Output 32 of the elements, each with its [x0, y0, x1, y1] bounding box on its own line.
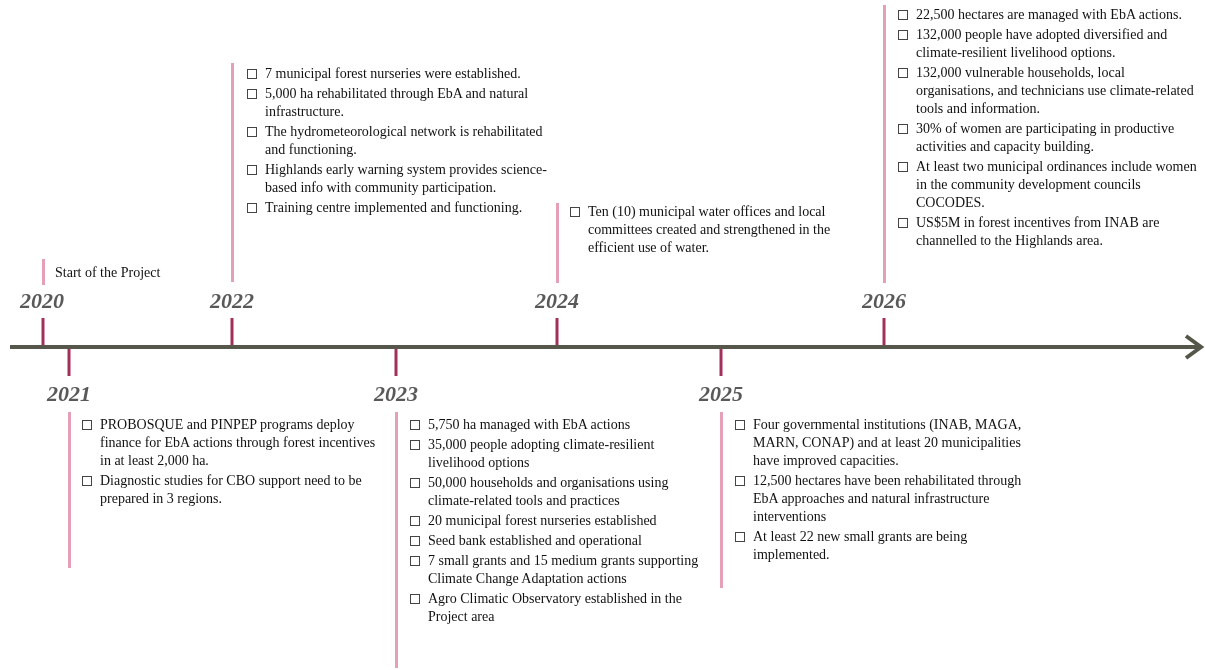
milestone-text: Start of the Project: [55, 264, 161, 282]
milestone-text: 7 small grants and 15 medium grants supporting Climate Change Adaptation actions: [428, 552, 700, 588]
milestone-text: US$5M in forest incentives from INAB are channelled to the Highlands area.: [916, 214, 1161, 250]
milestone-text: Training centre implemented and functioning.: [265, 199, 523, 217]
milestone-text: The hydrometeorological network is rehabilitated and functioning.: [265, 123, 544, 159]
milestone-text: At least 22 new small grants are being implemented.: [753, 528, 969, 564]
milestone-text: 20 municipal forest nurseries established: [428, 512, 657, 530]
year-label: 2020: [20, 289, 64, 313]
year-label: 2022: [210, 289, 254, 313]
milestone-text: 5,000 ha rehabilitated through EbA and natural infrastructure.: [265, 85, 530, 121]
milestone-text: 22,500 hectares are managed with EbA actions.: [916, 6, 1182, 24]
milestone-text: Four governmental institutions (INAB, MAGA, MARN, CONAP) and at least 20 municipalities have improved capacities.: [753, 416, 1023, 470]
milestone-text: 50,000 households and organisations using climate-related tools and practices: [428, 474, 670, 510]
milestone-text: 35,000 people adopting climate-resilient livelihood options: [428, 436, 656, 472]
year-label: 2025: [699, 382, 743, 406]
milestone-text: 132,000 vulnerable households, local organisations, and technicians use climate-related tools and information.: [916, 64, 1195, 118]
milestone-text: Highlands early warning system provides science-based info with community participation.: [265, 161, 547, 197]
milestone-text: 7 municipal forest nurseries were established.: [265, 65, 521, 83]
milestone-text: PROBOSQUE and PINPEP programs deploy finance for EbA actions through forest incentives in at least 2,000 ha.: [100, 416, 377, 470]
year-label: 2023: [374, 382, 418, 406]
milestone-text: 30% of women are participating in productive activities and capacity building.: [916, 120, 1176, 156]
milestone-text: Seed bank established and operational: [428, 532, 642, 550]
milestone-text: Agro Climatic Observatory established in the Project area: [428, 590, 683, 626]
milestone-text: Diagnostic studies for CBO support need to be prepared in 3 regions.: [100, 472, 363, 508]
year-label: 2024: [535, 289, 579, 313]
year-label: 2026: [862, 289, 906, 313]
milestone-text: Ten (10) municipal water offices and local committees created and strengthened in the efficient use of water.: [588, 203, 832, 257]
milestone-text: 132,000 people have adopted diversified and climate-resilient livelihood options.: [916, 26, 1169, 62]
year-label: 2021: [47, 382, 91, 406]
milestone-text: At least two municipal ordinances include women in the community development councils COCODES.: [916, 158, 1198, 212]
milestone-text: 12,500 hectares have been rehabilitated through EbA approaches and natural infrastructure interventions: [753, 472, 1023, 526]
milestone-text: 5,750 ha managed with EbA actions: [428, 416, 631, 434]
